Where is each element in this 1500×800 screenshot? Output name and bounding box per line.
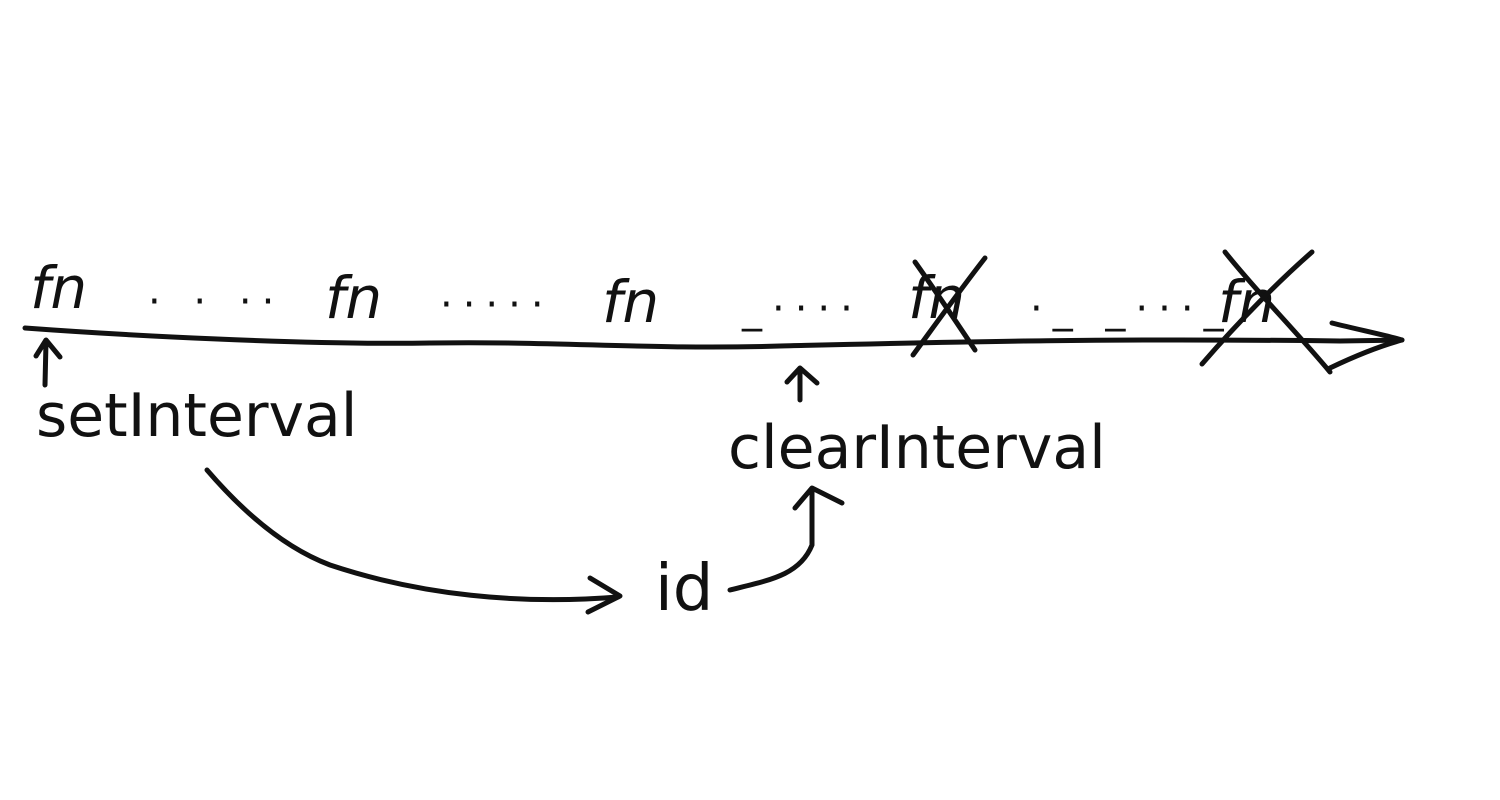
- cross-out-fn-5: [1199, 249, 1333, 375]
- id-passed-to-clearinterval-arrow: [727, 487, 815, 593]
- fn-label-1: fn: [30, 254, 87, 322]
- fn-label-3: fn: [602, 268, 659, 336]
- wait-dots-4: ·_ _···_: [1030, 286, 1234, 332]
- timeline-axis: [22, 325, 1405, 350]
- id-passed-to-clearinterval-arrowhead: [792, 485, 845, 511]
- setinterval-returns-id-arrowhead: [585, 575, 623, 615]
- fn-label-2: fn: [325, 264, 382, 332]
- wait-dots-1: · · ··: [148, 279, 284, 325]
- setinterval-label: setInterval: [36, 381, 357, 451]
- clearinterval-label: clearInterval: [728, 413, 1106, 483]
- cross-out-fn-4: [910, 255, 988, 358]
- clearinterval-pointer-arrow: [784, 365, 820, 403]
- wait-dots-2: ·····: [440, 282, 554, 328]
- setinterval-returns-id-arrow: [204, 467, 621, 603]
- wait-dots-3: _····: [741, 286, 863, 332]
- timeline-arrowhead: [1327, 320, 1405, 371]
- id-label: id: [655, 552, 713, 626]
- setinterval-pointer-arrow: [33, 337, 63, 388]
